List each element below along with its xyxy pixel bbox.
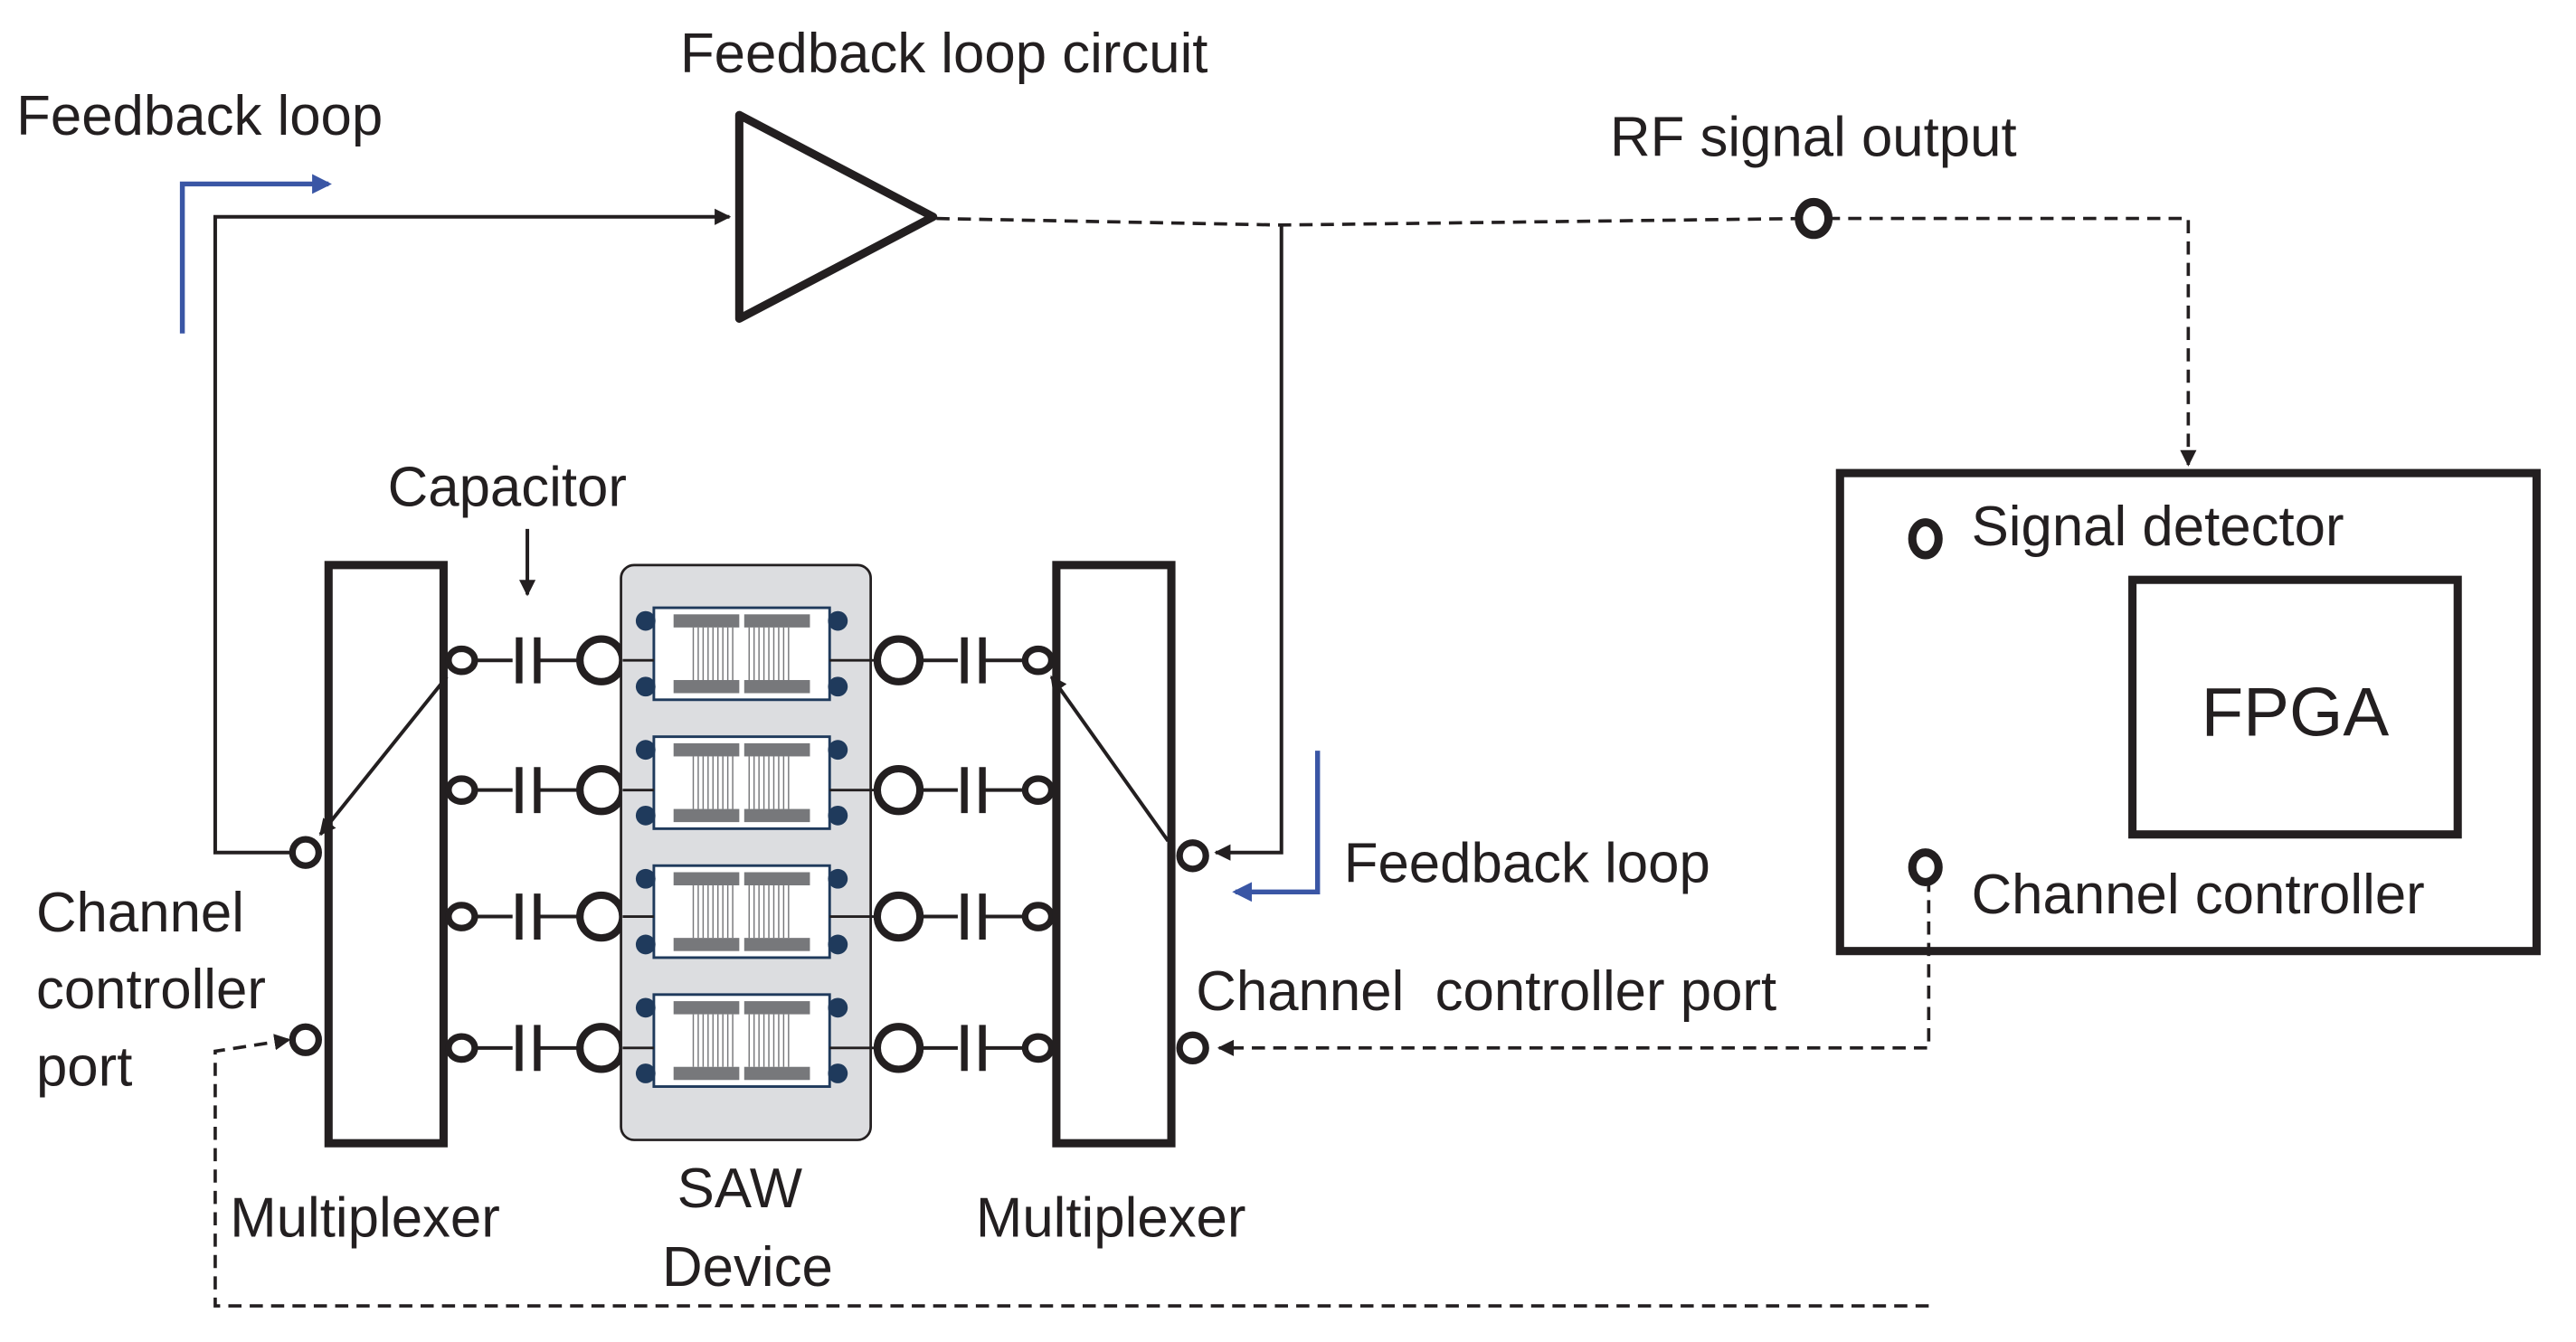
idt-bus-bar xyxy=(673,872,740,886)
bond-pad xyxy=(828,610,848,631)
signal-detector-label: Signal detector xyxy=(1972,496,2344,558)
mux-left-feedback-port xyxy=(289,836,322,869)
saw-input-terminal xyxy=(576,764,627,816)
mux-right-control-port xyxy=(1176,1031,1209,1065)
bond-pad xyxy=(635,740,656,761)
feedback-loop-label-right: Feedback loop xyxy=(1344,832,1710,894)
feedback-wire-left xyxy=(213,208,732,855)
mux-left-switch xyxy=(318,676,449,836)
mux-left-control-port xyxy=(289,1023,322,1056)
saw-input-terminal xyxy=(576,891,627,942)
saw-resonator-chip xyxy=(622,735,877,830)
mux-right-channel-port xyxy=(1021,775,1056,806)
bond-pad xyxy=(635,868,656,889)
idt-bus-bar xyxy=(743,742,810,757)
amplifier-triangle-icon xyxy=(734,110,938,323)
feedback-loop-label-top: Feedback loop xyxy=(16,85,383,147)
idt-bus-bar xyxy=(743,872,810,886)
idt-bus-bar xyxy=(743,1066,810,1081)
channel-controller-port-label-left: Channel controller port xyxy=(36,882,281,1099)
multiplexer-left-label: Multiplexer xyxy=(230,1187,500,1250)
bond-pad xyxy=(635,1063,656,1083)
capacitor-label: Capacitor xyxy=(388,456,627,518)
saw-resonator-chip xyxy=(622,606,877,702)
saw-output-terminal xyxy=(873,891,924,942)
fpga-label: FPGA xyxy=(2202,675,2390,751)
mux-left-channel-port xyxy=(445,902,478,931)
mux-right-channel-port xyxy=(1021,902,1056,931)
mux-right-feedback-port xyxy=(1176,839,1209,873)
rf-output-terminal-icon xyxy=(1795,197,1833,240)
mux-left-channel-port xyxy=(445,775,478,806)
multiplexer-right-label: Multiplexer xyxy=(976,1187,1246,1250)
idt-bus-bar xyxy=(673,614,740,628)
idt-bus-bar xyxy=(743,938,810,951)
feedback-loop-circuit-label: Feedback loop circuit xyxy=(680,23,1208,85)
channel-controller-port-label-right: Channel controller port xyxy=(1196,960,1776,1023)
idt-bus-bar xyxy=(743,679,810,694)
idt-bus-bar xyxy=(673,1066,740,1081)
idt-bus-bar xyxy=(673,938,740,951)
feedback-arrow-right-icon xyxy=(1232,751,1321,903)
saw-resonator-chip xyxy=(622,993,877,1088)
feedback-wire-right xyxy=(1214,224,1283,861)
signal-detector-terminal-icon xyxy=(1908,518,1943,560)
idt-bus-bar xyxy=(743,1001,810,1015)
saw-input-terminal xyxy=(576,635,627,685)
saw-output-terminal xyxy=(873,764,924,816)
bond-pad xyxy=(635,934,656,955)
bond-pad xyxy=(828,740,848,761)
mux-right-channel-port xyxy=(1021,645,1056,676)
multiplexer-left xyxy=(324,561,448,1148)
bond-pad xyxy=(635,676,656,697)
idt-bus-bar xyxy=(743,614,810,628)
rf-signal-output-label: RF signal output xyxy=(1610,107,2017,169)
multiplexer-right xyxy=(1052,561,1176,1148)
rf-to-detector-wire xyxy=(1826,216,2197,467)
bond-pad xyxy=(828,868,848,889)
mux-left-channel-port xyxy=(445,645,478,676)
mux-left-channel-port xyxy=(445,1033,478,1063)
feedback-arrow-top-icon xyxy=(179,174,332,334)
control-wire-left xyxy=(213,1034,1929,1308)
fpga-box xyxy=(2128,575,2462,839)
idt-bus-bar xyxy=(673,679,740,694)
bond-pad xyxy=(828,1063,848,1083)
channel-controller-terminal-icon xyxy=(1908,848,1943,886)
saw-output-terminal xyxy=(873,635,924,685)
bond-pad xyxy=(828,934,848,955)
saw-input-terminal xyxy=(576,1023,627,1073)
bond-pad xyxy=(635,610,656,631)
idt-bus-bar xyxy=(743,808,810,823)
saw-output-terminal xyxy=(873,1023,924,1073)
bond-pad xyxy=(828,676,848,697)
rf-output-wire xyxy=(936,216,1804,227)
idt-bus-bar xyxy=(673,808,740,823)
saw-resonator-chip xyxy=(622,864,877,959)
idt-bus-bar xyxy=(673,742,740,757)
channel-controller-label: Channel controller xyxy=(1972,864,2425,926)
mux-right-switch xyxy=(1049,675,1170,843)
idt-bus-bar xyxy=(673,1001,740,1015)
bond-pad xyxy=(828,997,848,1018)
control-wire-right xyxy=(1217,878,1931,1056)
controller-box xyxy=(1835,468,2541,956)
bond-pad xyxy=(828,805,848,826)
saw-chip-group xyxy=(622,606,877,1088)
mux-right-channel-port xyxy=(1021,1033,1056,1063)
bond-pad xyxy=(635,805,656,826)
saw-device-label: SAW Device xyxy=(662,1158,833,1299)
bond-pad xyxy=(635,997,656,1018)
